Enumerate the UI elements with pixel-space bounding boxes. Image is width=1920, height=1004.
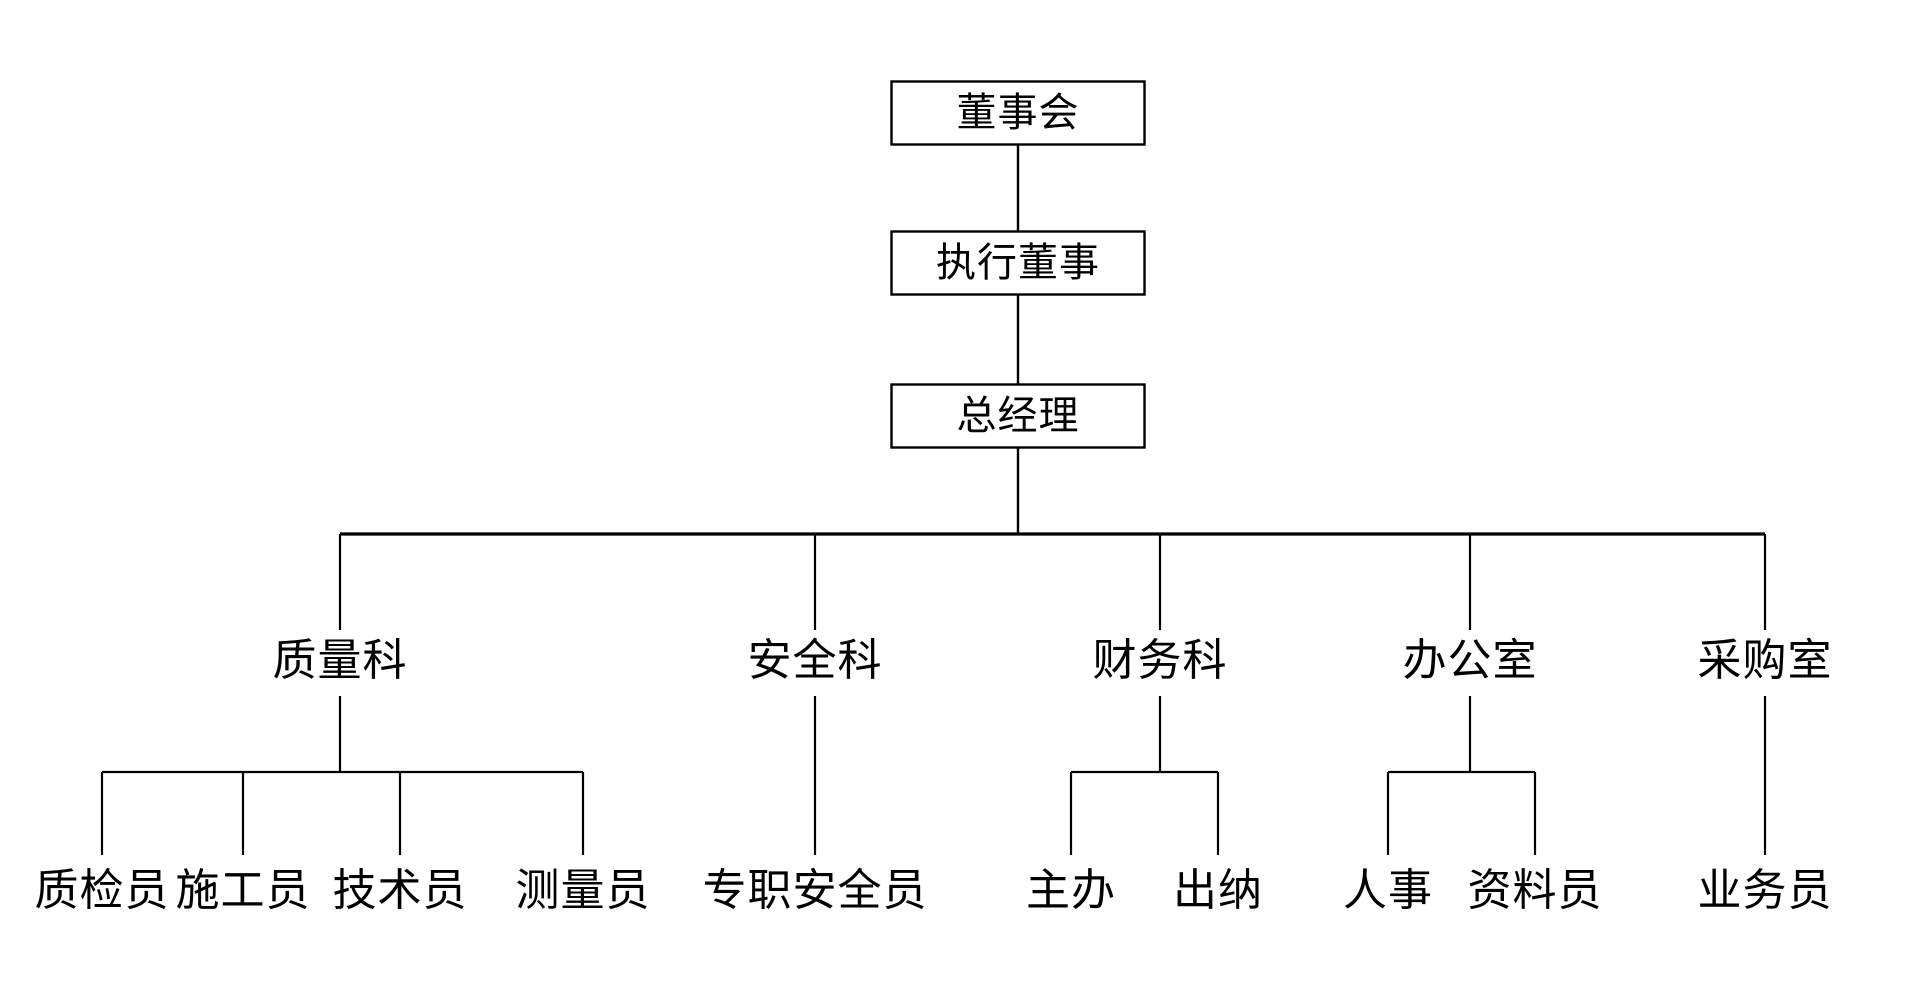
node-box-layer [890, 80, 1146, 449]
role-label-safety_officer: 专职安全员 [703, 865, 928, 916]
dept-label-office: 办公室 [1403, 635, 1538, 686]
role-label-doc_clerk: 资料员 [1468, 865, 1603, 916]
role-label-technician: 技术员 [333, 865, 468, 916]
role-label-salesperson: 业务员 [1698, 865, 1833, 916]
node-label-board: 董事会 [957, 90, 1080, 136]
role-label-construction: 施工员 [176, 865, 311, 916]
role-label-hr: 人事 [1343, 865, 1433, 916]
role-label-qc_inspector: 质检员 [35, 865, 170, 916]
node-box-board[interactable] [890, 80, 1146, 146]
dept-label-quality: 质量科 [273, 635, 408, 686]
node-box-gen_mgr[interactable] [890, 383, 1146, 449]
role-label-chief: 主办 [1026, 865, 1116, 916]
node-box-exec_dir[interactable] [890, 230, 1146, 296]
role-label-cashier: 出纳 [1173, 865, 1263, 916]
dept-label-finance: 财务科 [1093, 635, 1228, 686]
dept-label-procurement: 采购室 [1698, 635, 1833, 686]
node-label-gen_mgr: 总经理 [957, 393, 1080, 439]
node-label-layer: 董事会执行董事总经理质量科质检员施工员技术员测量员 安全科专职安全员 财务科主办 出纳… [35, 90, 1833, 916]
connector-layer [100, 144, 1767, 855]
node-label-exec_dir: 执行董事 [936, 240, 1100, 286]
role-label-surveyor: 测量员 [516, 865, 651, 916]
dept-label-safety: 安全科 [748, 635, 883, 686]
